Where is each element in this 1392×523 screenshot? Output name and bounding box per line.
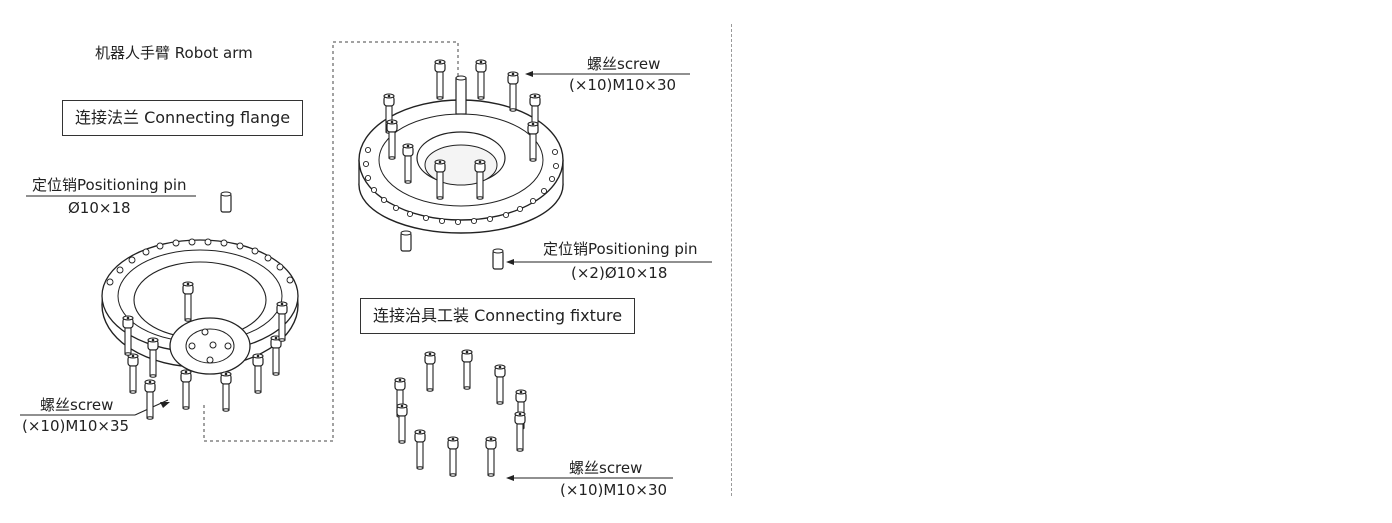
- connecting-flange-label: 连接法兰 Connecting flange: [62, 100, 304, 136]
- screw-bottom-spec: (×10)M10×30: [560, 481, 668, 499]
- positioning-pin-right: [492, 248, 504, 270]
- screw-left-spec: (×10)M10×35: [22, 417, 130, 435]
- screw-top-label: 螺丝screw: [587, 55, 661, 73]
- positioning-pin-left-spec: Ø10×18: [68, 199, 131, 217]
- assembly-path: [203, 41, 459, 442]
- leader-arrowheads: [160, 71, 533, 481]
- screw-left-label: 螺丝screw: [40, 396, 114, 414]
- robot-arm-label: 机器人手臂 Robot arm: [95, 44, 253, 62]
- positioning-pin-left-label: 定位销Positioning pin: [32, 176, 187, 194]
- robot-arm-flange-holes: [106, 238, 294, 286]
- robot-arm-flange: [101, 239, 299, 375]
- screw-top-spec: (×10)M10×30: [569, 76, 677, 94]
- loose-screws: [394, 349, 527, 477]
- positioning-pin-left: [220, 191, 232, 213]
- positioning-pin-right-spec: (×2)Ø10×18: [571, 264, 668, 282]
- section-divider: [731, 24, 732, 496]
- screw-bottom-label: 螺丝screw: [569, 459, 643, 477]
- positioning-pin-right-label: 定位销Positioning pin: [543, 240, 698, 258]
- connecting-flange-holes: [362, 146, 560, 226]
- connecting-fixture-label: 连接治具工装 Connecting fixture: [360, 298, 636, 334]
